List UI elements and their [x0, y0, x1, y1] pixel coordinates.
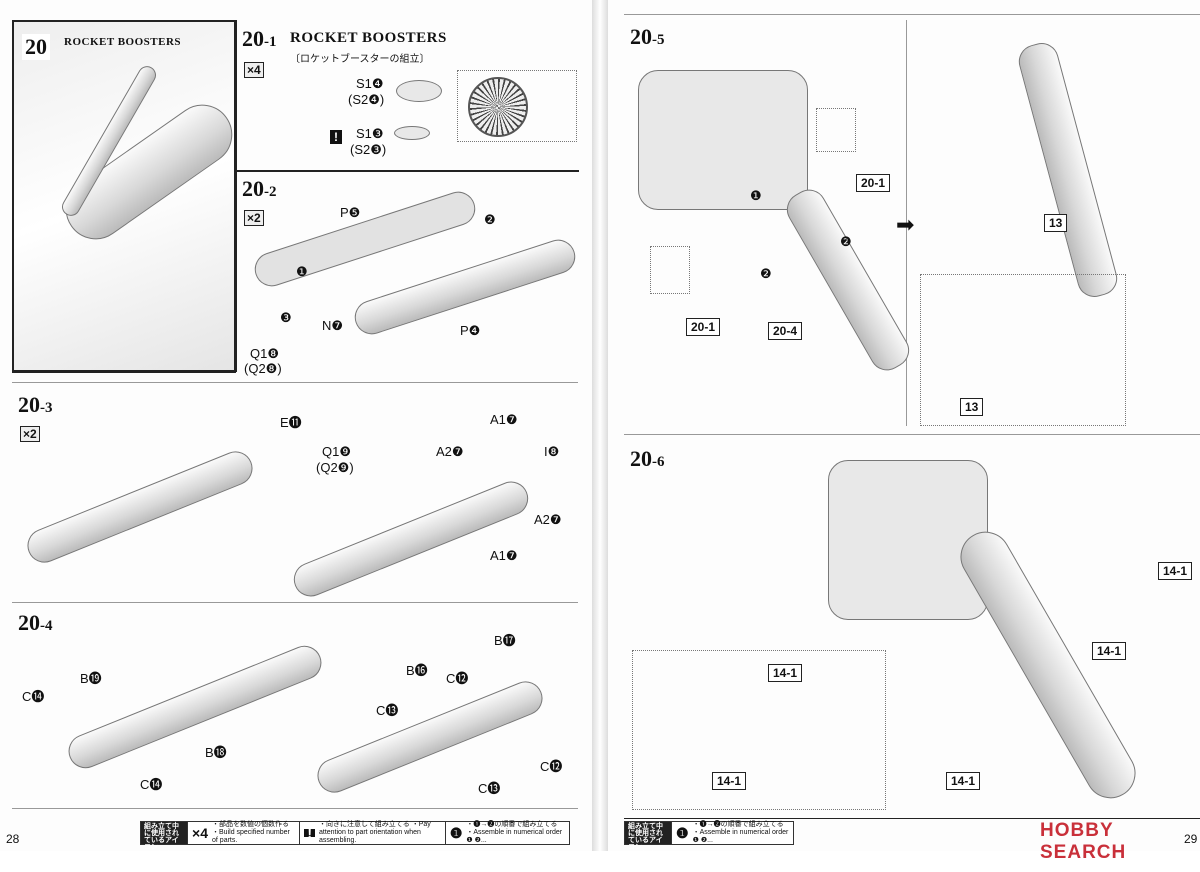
page-number: 29: [1184, 832, 1198, 846]
order-marker: ❸: [280, 310, 292, 325]
part-label: C⓬: [540, 759, 563, 774]
part-label: 13: [960, 398, 984, 416]
legend-text: ・部品を数値の個数作る ・Build specified number of p…: [212, 821, 290, 844]
legend-text: ・向きに注意して組み立てる ・Pay attention to part ori…: [318, 821, 431, 844]
part-label: N❼: [322, 318, 344, 333]
step-20-3-number: 20-3: [18, 392, 53, 417]
step-20-4-number: 20-4: [18, 610, 53, 635]
part-label: A2❼: [436, 444, 464, 459]
rocket-booster-mounted: [951, 522, 1145, 808]
torso-assembly: [828, 460, 988, 620]
multiplier-icon: ×4: [192, 825, 209, 841]
page-gutter: [592, 0, 608, 851]
part-label: C⓮: [140, 777, 163, 792]
part-label: (S2❹): [348, 92, 385, 107]
part-label: 14-1: [946, 772, 981, 790]
part-label: (Q2❾): [316, 460, 354, 475]
booster-body: [63, 640, 327, 774]
legend-key: 組み立て中に使用されているアイコン Symbols used in instru…: [141, 822, 188, 872]
part-label: (Q2❽): [244, 361, 282, 376]
left-page: 20 ROCKET BOOSTERS 20-1 ROCKET BOOSTERS …: [0, 0, 592, 872]
part-label: S1❹: [356, 76, 384, 91]
part-label: 14-1: [712, 772, 747, 790]
detail-callout: [650, 246, 690, 294]
detail-callout: [920, 274, 1126, 426]
part-label: Q1❾: [322, 444, 351, 459]
part-label: E⓫: [280, 415, 302, 430]
part-label: C⓬: [446, 671, 469, 686]
step-20-title: ROCKET BOOSTERS: [64, 36, 182, 48]
nozzle-gear-part: [394, 126, 430, 140]
part-label: S1❸: [356, 126, 384, 141]
legend-text: ・❶→❷の順番で組み立てる ・Assemble in numerical ord…: [692, 821, 789, 844]
warning-icon: !: [330, 130, 342, 144]
legend-key: 組み立て中に使用されているアイコン Symbols used in instru…: [625, 822, 672, 872]
rocket-booster-mounted: [1015, 39, 1121, 301]
right-page: 20-5 20-1 20-1 20-4 ❶ ❷ ❷ ➡ 13 13 20-6 1…: [608, 0, 1200, 872]
assembly-label: 20-1: [686, 318, 721, 336]
order-marker: ❶: [296, 264, 308, 279]
order-icon: ❶: [449, 825, 463, 841]
part-label: A2❼: [534, 512, 562, 527]
order-marker: ❶: [750, 188, 762, 203]
order-marker: ❷: [484, 212, 496, 227]
step-20-6-number: 20-6: [630, 446, 665, 471]
part-label: B⓲: [205, 745, 227, 760]
booster-body-assembled: [288, 476, 534, 602]
multiplier-badge: ×2: [244, 210, 264, 226]
part-label: C⓮: [22, 689, 45, 704]
part-label: B⓳: [80, 671, 102, 686]
step-20-1-subtitle: 〔ロケットブースターの組立〕: [290, 54, 430, 65]
next-arrow-icon: ➡: [896, 212, 915, 237]
part-label: 14-1: [1092, 642, 1127, 660]
step-20-number: 20: [22, 34, 50, 60]
warning-icon: !: [304, 826, 315, 840]
multiplier-badge: ×4: [244, 62, 264, 78]
page-number: 28: [6, 832, 20, 846]
part-label: B⓰: [406, 663, 428, 678]
part-label: I❽: [544, 444, 560, 459]
order-marker: ❷: [760, 266, 772, 281]
rocket-booster-photo: [14, 22, 245, 370]
icon-legend: 組み立て中に使用されているアイコン Symbols used in instru…: [140, 821, 570, 872]
part-label: P❺: [340, 205, 361, 220]
part-label: (S2❸): [350, 142, 387, 157]
multiplier-badge: ×2: [20, 426, 40, 442]
legend-text: ・❶→❷の順番で組み立てる ・Assemble in numerical ord…: [466, 821, 563, 844]
hobby-search-watermark: HOBBY SEARCH: [1040, 820, 1127, 863]
order-icon: ❶: [676, 825, 689, 841]
step-20-1-number: 20-1: [242, 26, 277, 51]
torso-assembly: [638, 70, 808, 210]
part-label: 14-1: [768, 664, 803, 682]
nozzle-cap-part: [396, 80, 442, 102]
assembly-label: 20-1: [856, 174, 891, 192]
nozzle-detail-callout: [457, 70, 577, 142]
part-label: A1❼: [490, 548, 518, 563]
booster-body-assembled: [312, 676, 548, 798]
step-20-1-title: ROCKET BOOSTERS: [290, 30, 447, 46]
part-label: P❹: [460, 323, 481, 338]
step-20-2-number: 20-2: [242, 176, 277, 201]
detail-callout: [632, 650, 886, 810]
part-label: C⓭: [478, 781, 501, 796]
step-20-5-number: 20-5: [630, 24, 665, 49]
part-label: A1❼: [490, 412, 518, 427]
part-label: C⓭: [376, 703, 399, 718]
icon-legend: 組み立て中に使用されているアイコン Symbols used in instru…: [624, 821, 794, 872]
part-label: 13: [1044, 214, 1068, 232]
part-label: Q1❽: [250, 346, 279, 361]
part-label: B⓱: [494, 633, 516, 648]
detail-callout: [816, 108, 856, 152]
order-marker: ❷: [840, 234, 852, 249]
part-label: 14-1: [1158, 562, 1193, 580]
booster-body: [22, 446, 258, 568]
assembly-label: 20-4: [768, 322, 803, 340]
